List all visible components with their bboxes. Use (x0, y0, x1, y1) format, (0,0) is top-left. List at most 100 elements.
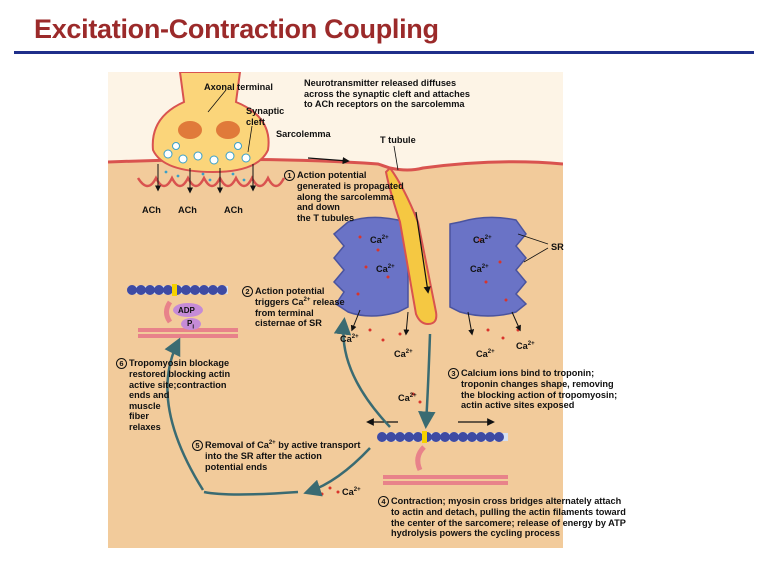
step-6-line4: ends and (129, 390, 170, 400)
filament-lower (366, 418, 508, 485)
neurotransmitter-note-line2: across the synaptic cleft and attaches (304, 88, 470, 99)
label-ca-sr-left-1: Ca2+ (370, 235, 389, 246)
step-4-number: 4 (378, 496, 389, 507)
step-5-line3: potential ends (205, 461, 268, 472)
step-4-line3: the center of the sarcomere; release of … (391, 517, 626, 528)
ca-text: Ca (398, 393, 410, 403)
step-1-line5: the T tubules (297, 212, 355, 223)
t-tubule-arrow (415, 211, 431, 294)
ca-superscript: 2+ (527, 340, 535, 347)
label-pi: Pi (187, 319, 194, 333)
step-2-number: 2 (242, 286, 253, 297)
ca-text: Ca (376, 264, 388, 274)
action-potential-arrow (307, 157, 350, 165)
ca-text: Ca (370, 235, 382, 245)
mitochondrion-right (216, 121, 240, 139)
neurotransmitter-note-line1: Neurotransmitter released diffuses (304, 78, 457, 88)
ca-release-arrows (350, 309, 521, 336)
ca-text: Ca (470, 264, 482, 274)
t-tubule (384, 166, 438, 326)
ca-superscript: 2+ (353, 486, 361, 493)
sr-left (332, 216, 409, 317)
sr-pointer-1 (517, 233, 549, 245)
ca-text: Ca (476, 349, 488, 359)
step-6-line1-text: Tropomyosin blockage (129, 358, 230, 368)
step-1-line1-text: Action potential (297, 170, 367, 180)
step-2-line4: cisternae of SR (255, 318, 322, 328)
arrow-removal-path (203, 490, 299, 496)
step-2-line1-text: Action potential (255, 286, 325, 296)
label-axonal-terminal: Axonal terminal (204, 82, 273, 92)
label-ca-release-2: Ca2+ (394, 349, 413, 360)
label-ach-2: ACh (178, 205, 197, 215)
superscript: 2+ (303, 296, 311, 303)
label-ca-release-4: Ca2+ (516, 341, 535, 352)
ca-text: Ca (516, 341, 528, 351)
label-synaptic-cleft: Synaptic cleft (246, 106, 284, 127)
arrow-ca-return (303, 447, 371, 497)
step-1-number: 1 (284, 170, 295, 181)
step-6-line5: muscle (129, 400, 161, 411)
ca-superscript: 2+ (484, 234, 492, 241)
diagram: Axonal terminal Synaptic cleft Sarcolemm… (107, 71, 626, 548)
step-2-line3: from terminal (255, 307, 314, 318)
ca-text: Ca (394, 349, 406, 359)
ach-arrows (155, 164, 256, 194)
ca-superscript: 2+ (405, 348, 413, 355)
step-3-line4: actin active sites exposed (461, 400, 575, 410)
ca-superscript: 2+ (481, 263, 489, 270)
label-sr: SR (551, 242, 564, 252)
label-ca-sr-left-2: Ca2+ (376, 264, 395, 275)
label-adp: ADP (178, 306, 195, 315)
step-3-line3: the blocking action of tropomyosin; (461, 389, 618, 400)
filament-upper (127, 284, 238, 338)
arrow-to-relaxation (164, 337, 205, 491)
superscript: 2+ (268, 439, 276, 446)
ca-superscript: 2+ (409, 392, 417, 399)
step-3-line1-text: Calcium ions bind to troponin; (461, 368, 595, 378)
neurotransmitter-note-line3: to ACh receptors on the sarcolemma (304, 99, 465, 109)
text-segment: triggers Ca (255, 297, 304, 307)
ca-superscript: 2+ (487, 348, 495, 355)
cleft-pointer (247, 125, 253, 153)
adp-blob (173, 303, 203, 317)
text-segment: by active transport (275, 440, 361, 450)
pi-blob (181, 318, 201, 330)
label-ca-troponin: Ca2+ (398, 393, 417, 404)
step-6-line3: active site;contraction (129, 379, 227, 390)
label-ca-sr-right-1: Ca2+ (473, 235, 492, 246)
label-ach-3: ACh (224, 205, 243, 215)
ca-text: Ca (342, 487, 354, 497)
calcium-arrow-down (418, 333, 436, 429)
step-5-line2: into the SR after the action (205, 451, 322, 461)
ca-superscript: 2+ (387, 263, 395, 270)
sr-pointer-2 (523, 247, 549, 263)
step-6-line6: fiber (129, 411, 149, 421)
label-ca-removal: Ca2+ (342, 487, 361, 498)
mitochondrion-left (178, 121, 202, 139)
ca-text: Ca (473, 235, 485, 245)
step-3-number: 3 (448, 368, 459, 379)
label-ca-release-1: Ca2+ (340, 334, 359, 345)
page-title: Excitation-Contraction Coupling (34, 14, 439, 44)
label-ca-sr-right-2: Ca2+ (470, 264, 489, 275)
step-6-line2: restored blocking actin (129, 369, 231, 379)
pi-subscript: i (192, 324, 195, 331)
step-5-number: 5 (192, 440, 203, 451)
step-6-number: 6 (116, 358, 127, 369)
ttubule-pointer (393, 145, 399, 171)
arrow-removal-to-sr (333, 317, 391, 428)
label-synaptic-cleft-line2: cleft (246, 116, 265, 127)
step-1-line2: generated is propagated (297, 181, 404, 191)
ca-superscript: 2+ (351, 333, 359, 340)
